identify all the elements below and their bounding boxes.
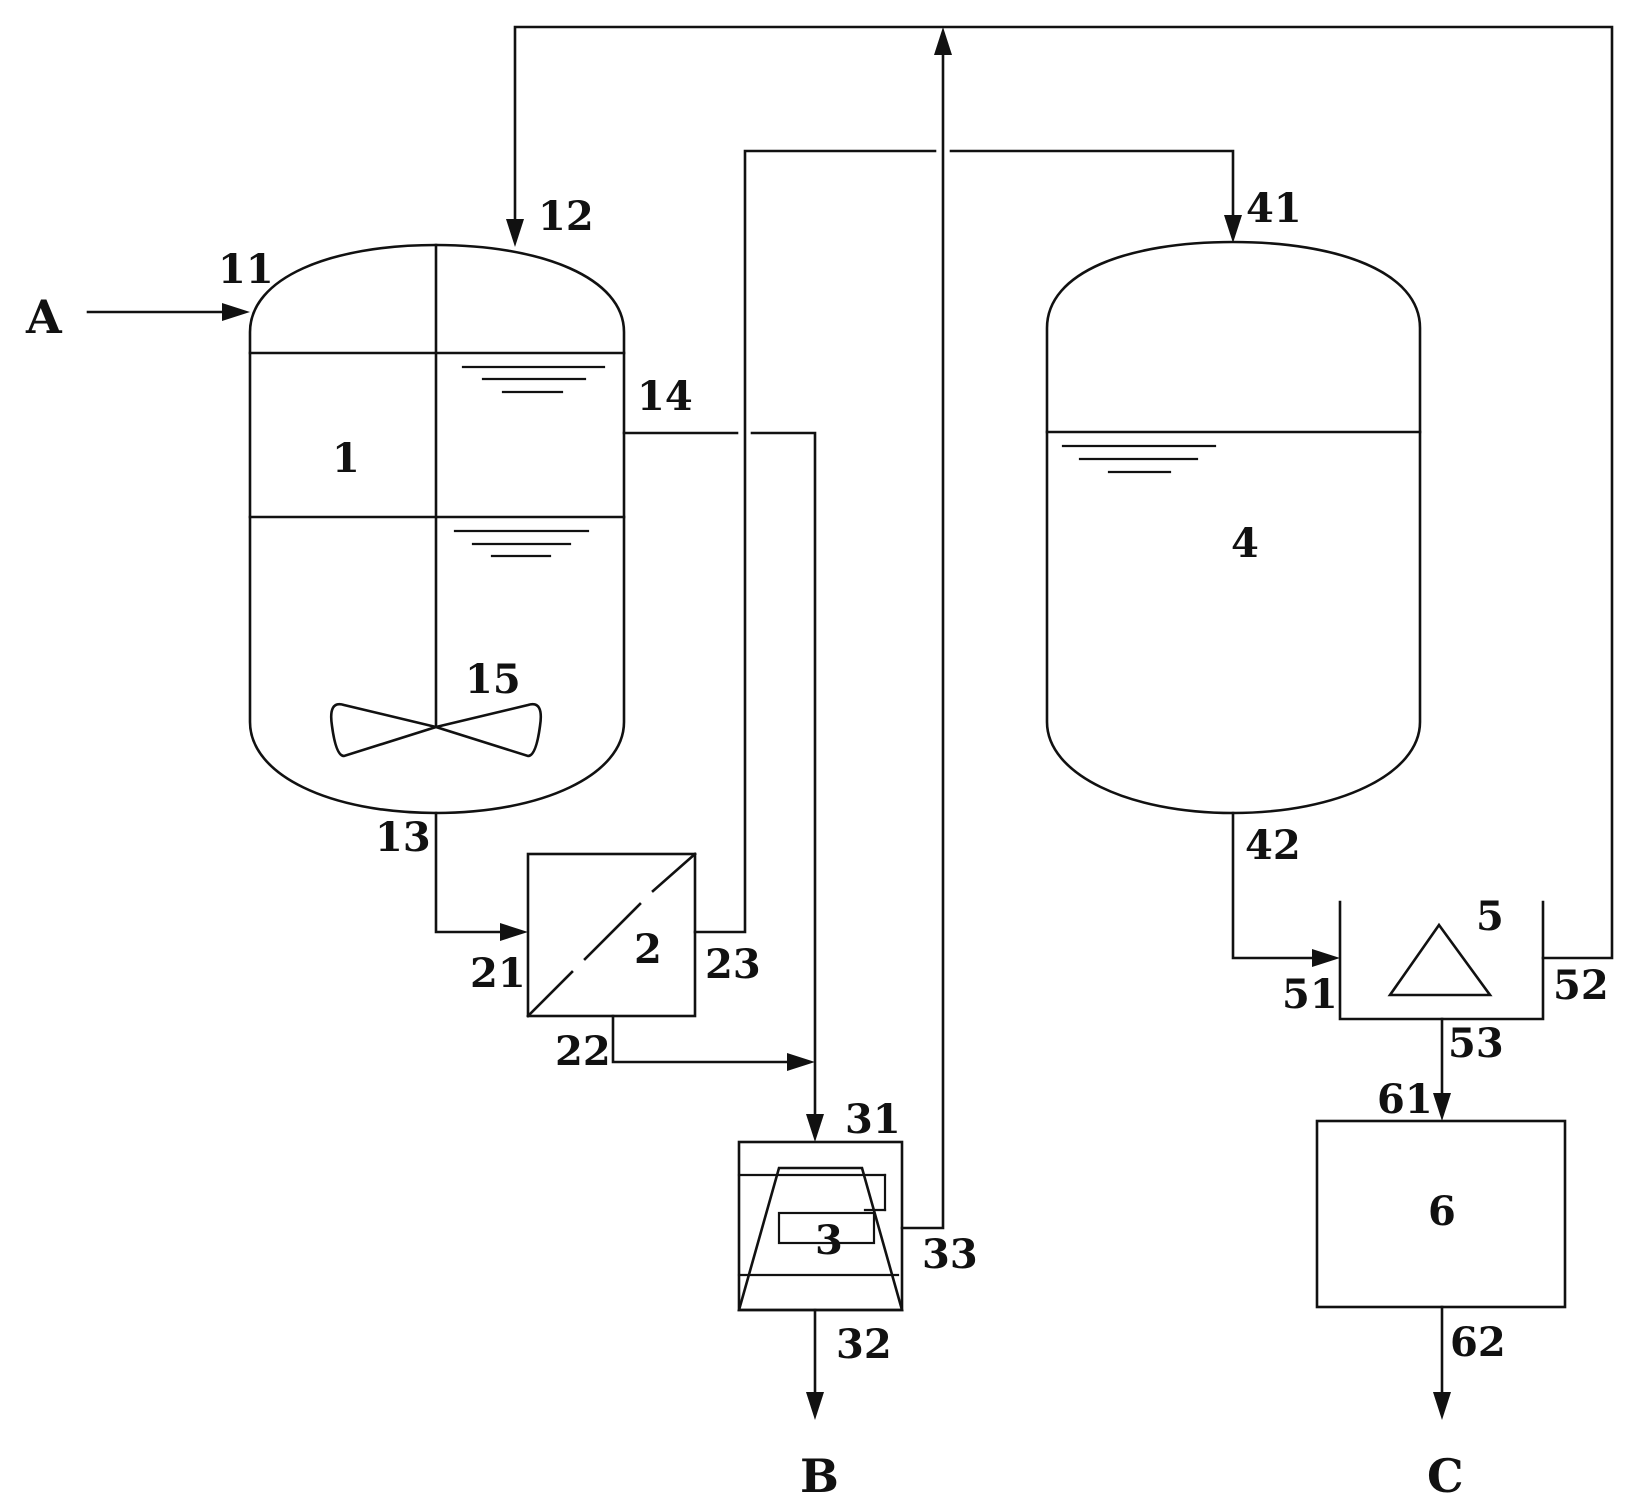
tank-vessel-4 [1045, 240, 1422, 815]
port-13-label: 13 [375, 814, 431, 861]
port-61-label: 61 [1377, 1076, 1433, 1123]
port-52-label: 52 [1553, 962, 1609, 1009]
agitator-impeller [329, 702, 543, 758]
line-23-to-41-cont [949, 149, 1235, 220]
port-41-label: 41 [1246, 185, 1302, 232]
recycle-line-52-to-12 [513, 25, 1614, 960]
trough-unit-5 [1338, 900, 1545, 1021]
port-14-label: 14 [637, 373, 693, 420]
arrowhead [506, 219, 524, 247]
port-62-label: 62 [1450, 1319, 1506, 1366]
line-13-to-21 [434, 811, 504, 934]
arrowhead [806, 1114, 824, 1142]
line-22 [611, 1014, 790, 1064]
reactor-vessel-1 [248, 243, 626, 815]
line-42-to-51 [1231, 811, 1316, 960]
unit-6-label: 6 [1428, 1188, 1456, 1235]
port-21-label: 21 [470, 950, 526, 997]
unit-5-label: 5 [1476, 893, 1504, 940]
port-42-label: 42 [1245, 822, 1301, 869]
line-14-to-31 [750, 431, 817, 1117]
arrowhead [1224, 215, 1242, 243]
arrowhead [1312, 949, 1340, 967]
arrowhead [1433, 1392, 1451, 1420]
port-11-label: 11 [218, 246, 274, 293]
liquid-level-mark [453, 529, 590, 558]
unit-1-label: 1 [332, 435, 360, 482]
arrowhead [934, 27, 952, 55]
port-31-label: 31 [845, 1096, 901, 1143]
port-15-label: 15 [465, 656, 521, 703]
port-23-label: 23 [705, 941, 761, 988]
line-33-to-header [900, 53, 945, 1230]
liquid-level-mark [1061, 444, 1217, 474]
port-53-label: 53 [1448, 1020, 1504, 1067]
centrifuge-unit-3 [737, 1140, 904, 1312]
stream-b-label: B [800, 1449, 839, 1503]
arrowhead [787, 1053, 815, 1071]
unit-4-label: 4 [1231, 520, 1259, 567]
stream-c-label: C [1427, 1449, 1464, 1503]
line-23-to-41 [693, 149, 937, 934]
unit-2-label: 2 [634, 926, 662, 973]
liquid-level-mark [461, 365, 606, 394]
arrowhead [500, 923, 528, 941]
unit-3-label: 3 [815, 1217, 843, 1264]
stream-a-label: A [25, 290, 63, 344]
port-22-label: 22 [555, 1028, 611, 1075]
arrowhead [806, 1392, 824, 1420]
port-12-label: 12 [538, 193, 594, 240]
arrowhead [222, 303, 250, 321]
filter-unit-2 [526, 852, 697, 1018]
port-33-label: 33 [922, 1231, 978, 1278]
arrowhead [1433, 1093, 1451, 1121]
port-51-label: 51 [1282, 971, 1338, 1018]
port-32-label: 32 [836, 1321, 892, 1368]
